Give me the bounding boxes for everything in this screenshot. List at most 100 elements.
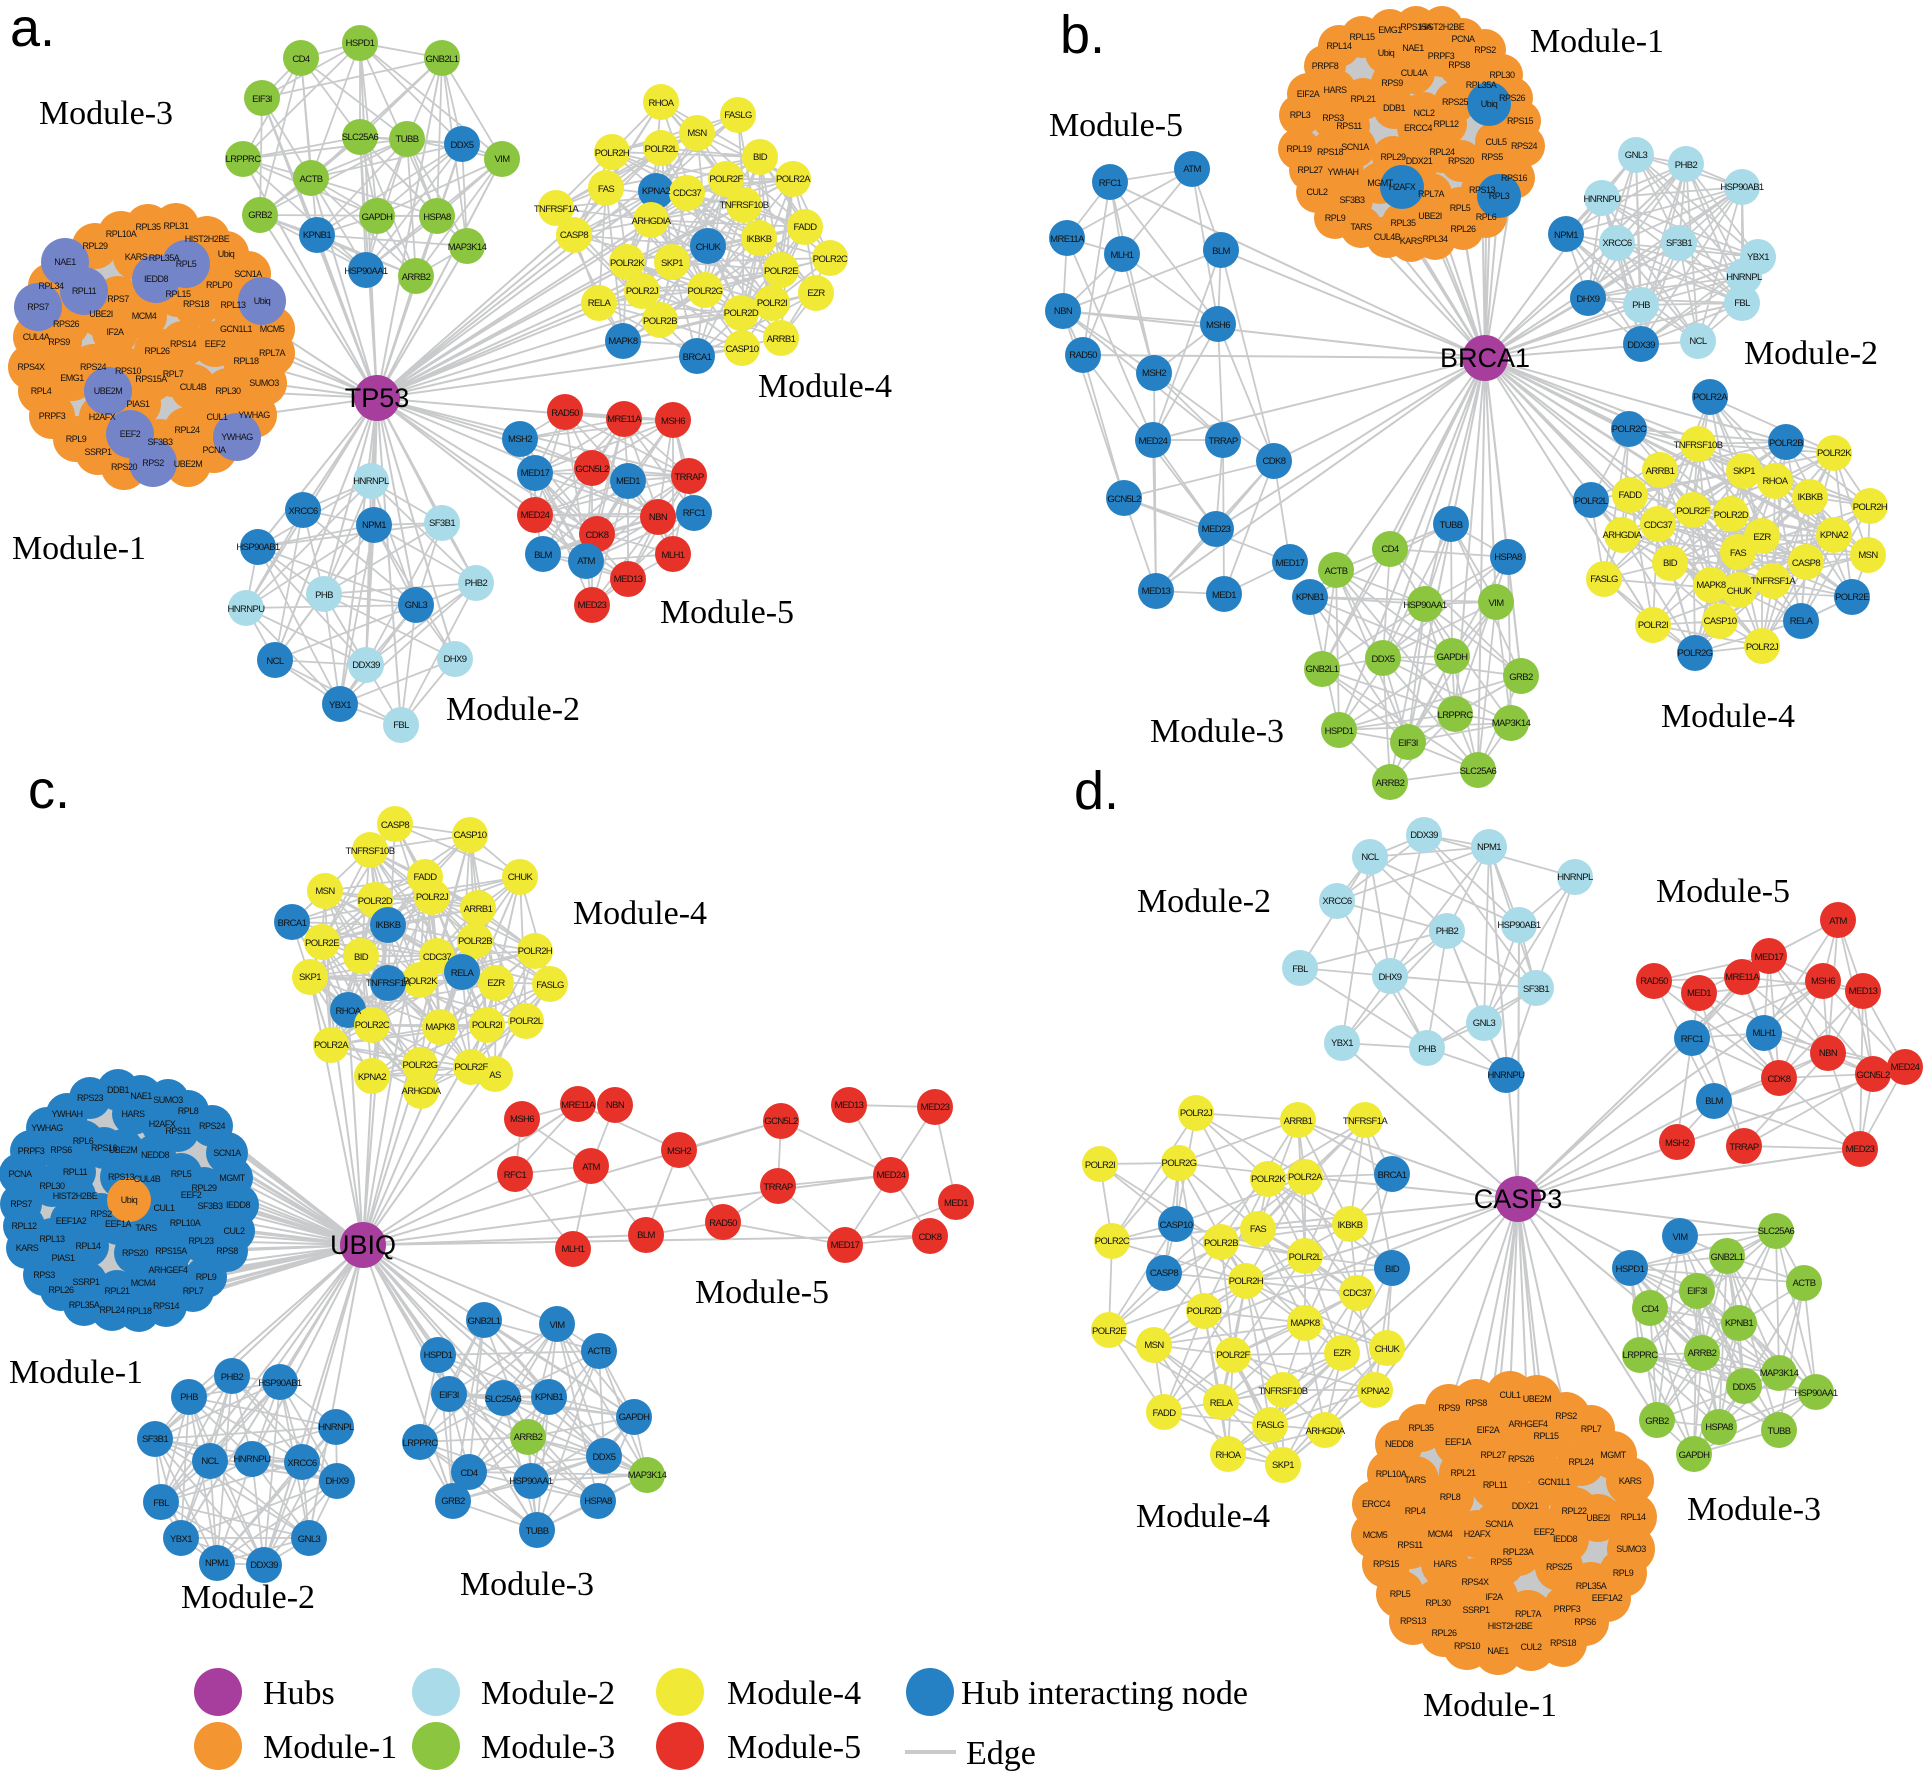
svg-text:BID: BID bbox=[753, 152, 768, 163]
svg-text:MAPK8: MAPK8 bbox=[608, 336, 638, 347]
svg-text:SF3B1: SF3B1 bbox=[1523, 984, 1549, 995]
svg-text:RPS4X: RPS4X bbox=[17, 362, 45, 372]
svg-text:TUBB: TUBB bbox=[1768, 1426, 1791, 1437]
svg-text:POLR2E: POLR2E bbox=[1835, 592, 1869, 603]
svg-text:MRE11A: MRE11A bbox=[607, 414, 642, 425]
svg-text:MAP3K14: MAP3K14 bbox=[1760, 1368, 1799, 1379]
svg-text:EEF2: EEF2 bbox=[120, 429, 141, 439]
svg-text:YBX1: YBX1 bbox=[329, 700, 351, 711]
svg-text:LRPPRC: LRPPRC bbox=[1438, 710, 1474, 721]
svg-text:HIST2H2BE: HIST2H2BE bbox=[1488, 1621, 1533, 1631]
svg-text:RHOA: RHOA bbox=[648, 98, 674, 109]
svg-text:DDX21: DDX21 bbox=[1406, 156, 1433, 166]
svg-text:GRB2: GRB2 bbox=[1509, 672, 1533, 683]
svg-text:PHB: PHB bbox=[315, 590, 333, 601]
svg-text:ARRB1: ARRB1 bbox=[767, 334, 796, 345]
svg-text:RPS25: RPS25 bbox=[1442, 97, 1469, 107]
svg-text:DDX39: DDX39 bbox=[1410, 830, 1438, 841]
svg-text:HSP90AB1: HSP90AB1 bbox=[1497, 920, 1541, 931]
svg-text:GNB2L1: GNB2L1 bbox=[468, 1316, 501, 1327]
svg-text:RPL13: RPL13 bbox=[39, 1234, 65, 1244]
svg-text:MED24: MED24 bbox=[1139, 436, 1168, 447]
svg-text:IF2A: IF2A bbox=[1485, 1592, 1503, 1602]
svg-text:ARHGEF4: ARHGEF4 bbox=[1508, 1419, 1548, 1429]
svg-text:IF2A: IF2A bbox=[106, 327, 124, 337]
svg-text:MED23: MED23 bbox=[921, 1102, 950, 1113]
svg-text:MED23: MED23 bbox=[1846, 1144, 1875, 1155]
svg-text:Ubiq: Ubiq bbox=[218, 249, 235, 259]
svg-text:PRPF3: PRPF3 bbox=[39, 411, 66, 421]
svg-text:POLR2A: POLR2A bbox=[776, 174, 811, 185]
svg-text:DDB1: DDB1 bbox=[107, 1085, 130, 1095]
svg-text:HSPA8: HSPA8 bbox=[1494, 552, 1522, 563]
svg-text:RPS24: RPS24 bbox=[80, 362, 107, 372]
svg-text:GAPDH: GAPDH bbox=[1437, 652, 1469, 663]
svg-text:POLR2H: POLR2H bbox=[1853, 502, 1888, 513]
svg-text:ARHGDIA: ARHGDIA bbox=[631, 216, 671, 227]
svg-text:HNRNPL: HNRNPL bbox=[1726, 272, 1762, 283]
svg-text:RPS14: RPS14 bbox=[153, 1301, 180, 1311]
svg-text:RPS6: RPS6 bbox=[1574, 1617, 1596, 1627]
svg-text:NBN: NBN bbox=[649, 512, 668, 523]
svg-text:POLR2K: POLR2K bbox=[403, 976, 438, 987]
svg-text:MAP3K14: MAP3K14 bbox=[1492, 718, 1531, 729]
svg-text:RPS11: RPS11 bbox=[1336, 121, 1362, 131]
svg-text:RELA: RELA bbox=[1210, 1398, 1234, 1409]
svg-text:CUL4B: CUL4B bbox=[134, 1174, 161, 1184]
svg-text:YBX1: YBX1 bbox=[170, 1534, 192, 1545]
svg-text:ATM: ATM bbox=[577, 556, 595, 567]
svg-text:NPM1: NPM1 bbox=[205, 1558, 229, 1569]
svg-text:DDX39: DDX39 bbox=[250, 1560, 278, 1571]
svg-text:MCM4: MCM4 bbox=[1428, 1529, 1453, 1539]
svg-text:YWHAH: YWHAH bbox=[1328, 167, 1359, 177]
svg-text:RFC1: RFC1 bbox=[504, 1170, 527, 1181]
svg-text:NAE1: NAE1 bbox=[1487, 1646, 1509, 1656]
svg-text:ARRB2: ARRB2 bbox=[514, 1432, 543, 1443]
svg-text:ACTB: ACTB bbox=[588, 1346, 611, 1357]
svg-text:RPL35A: RPL35A bbox=[149, 253, 180, 263]
svg-text:SF3B3: SF3B3 bbox=[197, 1201, 223, 1211]
svg-text:HNRNPU: HNRNPU bbox=[233, 1454, 271, 1465]
svg-text:SUMO3: SUMO3 bbox=[153, 1095, 183, 1105]
svg-text:RPL14: RPL14 bbox=[1326, 41, 1352, 51]
svg-text:GAPDH: GAPDH bbox=[619, 1412, 651, 1423]
svg-text:IKBKB: IKBKB bbox=[376, 920, 401, 931]
svg-text:UBE2I: UBE2I bbox=[89, 309, 113, 319]
svg-text:MRE11A: MRE11A bbox=[561, 1100, 596, 1111]
svg-text:RPL24: RPL24 bbox=[174, 425, 200, 435]
svg-text:H2AFX: H2AFX bbox=[1464, 1529, 1491, 1539]
svg-text:POLR2D: POLR2D bbox=[1187, 1306, 1222, 1317]
svg-text:ERCC4: ERCC4 bbox=[1362, 1499, 1391, 1509]
svg-text:NAE1: NAE1 bbox=[130, 1091, 152, 1101]
svg-text:RPS15: RPS15 bbox=[1507, 116, 1534, 126]
svg-text:HSPD1: HSPD1 bbox=[424, 1350, 453, 1361]
svg-text:RELA: RELA bbox=[451, 968, 475, 979]
svg-text:MCM5: MCM5 bbox=[260, 324, 285, 334]
svg-text:ACTB: ACTB bbox=[1325, 566, 1348, 577]
svg-text:RPS13: RPS13 bbox=[1469, 185, 1496, 195]
svg-text:RELA: RELA bbox=[1790, 616, 1814, 627]
svg-text:b.: b. bbox=[1060, 5, 1105, 65]
svg-text:RPL23: RPL23 bbox=[188, 1236, 214, 1246]
svg-text:PHB2: PHB2 bbox=[1436, 926, 1459, 937]
svg-text:TNFRSF1A: TNFRSF1A bbox=[534, 204, 580, 215]
svg-text:RPL9: RPL9 bbox=[1613, 1568, 1634, 1578]
svg-text:MCM5: MCM5 bbox=[1363, 1530, 1388, 1540]
svg-text:RPL9: RPL9 bbox=[196, 1272, 217, 1282]
svg-text:VIM: VIM bbox=[494, 154, 510, 165]
svg-text:CASP10: CASP10 bbox=[454, 830, 487, 841]
svg-text:CDC37: CDC37 bbox=[673, 188, 701, 199]
svg-text:RPL29: RPL29 bbox=[1380, 152, 1406, 162]
svg-text:RPS2: RPS2 bbox=[1555, 1411, 1577, 1421]
svg-text:GNB2L1: GNB2L1 bbox=[1306, 664, 1339, 675]
svg-text:H2AFX: H2AFX bbox=[149, 1119, 176, 1129]
svg-text:Module-5: Module-5 bbox=[660, 594, 794, 631]
svg-text:IEDD8: IEDD8 bbox=[226, 1200, 251, 1210]
svg-text:VIM: VIM bbox=[1672, 1232, 1688, 1243]
svg-text:UBE2M: UBE2M bbox=[1523, 1394, 1552, 1404]
svg-text:ARHGDIA: ARHGDIA bbox=[1305, 1426, 1345, 1437]
svg-text:MGMT: MGMT bbox=[219, 1173, 245, 1183]
svg-text:H2AFX: H2AFX bbox=[1389, 182, 1416, 192]
svg-text:POLR2K: POLR2K bbox=[610, 258, 645, 269]
svg-text:HARS: HARS bbox=[121, 1109, 145, 1119]
